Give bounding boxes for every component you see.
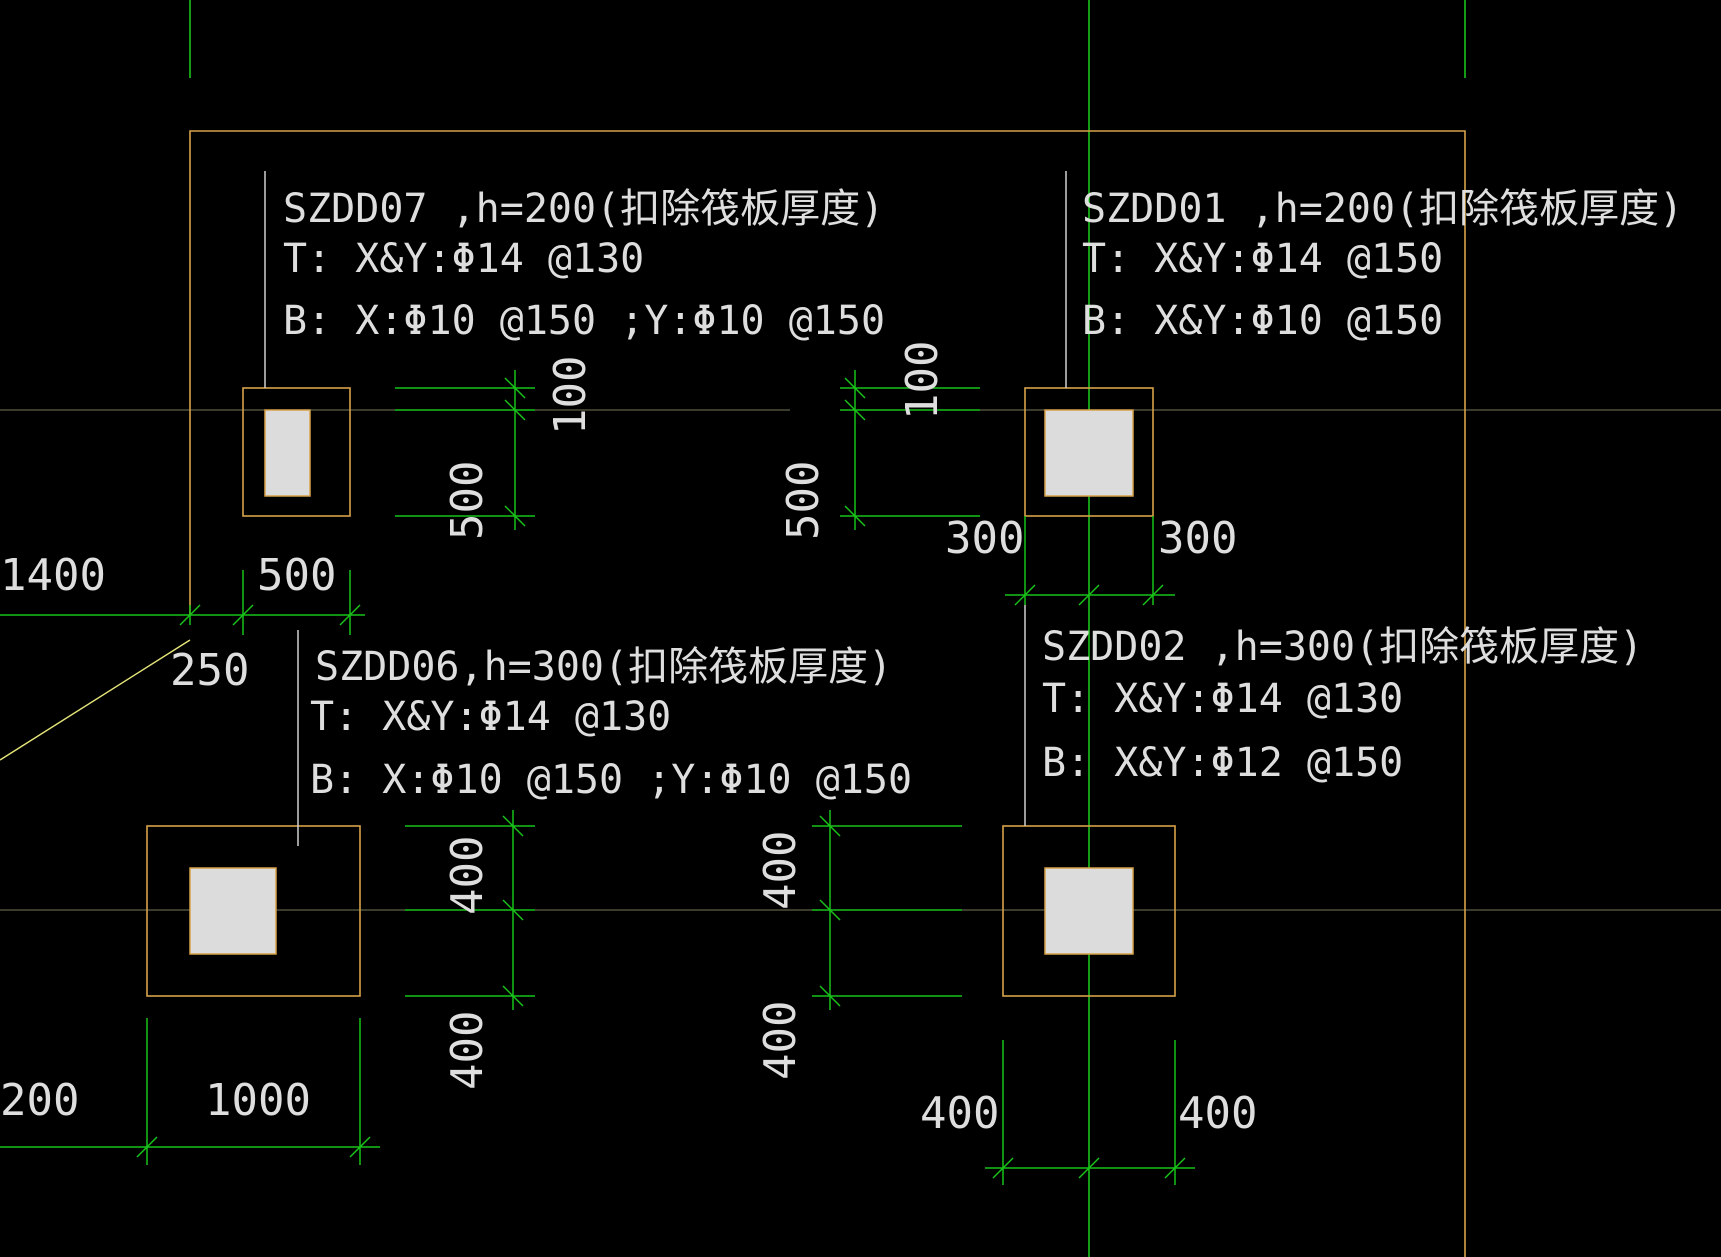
szdd07-line-3: B: X:Φ10 @150 ;Y:Φ10 @150 xyxy=(283,298,885,344)
column-szdd02 xyxy=(1044,867,1134,955)
dim-250: 250 xyxy=(170,645,249,696)
pad-szdd07[interactable] xyxy=(242,387,351,517)
szdd06-line-3: B: X:Φ10 @150 ;Y:Φ10 @150 xyxy=(310,757,912,803)
dim-500-h: 500 xyxy=(257,550,336,601)
szdd06-line-2: T: X&Y:Φ14 @130 xyxy=(310,694,671,740)
szdd01-line-1: SZDD01 ,h=200(扣除筏板厚度) xyxy=(1082,186,1683,232)
grid-lines xyxy=(189,0,1466,1257)
szdd02-line-3: B: X&Y:Φ12 @150 xyxy=(1042,740,1403,786)
pad-szdd01[interactable] xyxy=(1024,387,1154,517)
column-szdd07 xyxy=(264,409,311,497)
pad-szdd02[interactable] xyxy=(1002,825,1176,997)
column-szdd01 xyxy=(1044,409,1134,497)
dim-300-left: 300 xyxy=(945,513,1024,564)
szdd01-line-2: T: X&Y:Φ14 @150 xyxy=(1082,236,1443,282)
dimension-texts: 1400 500 250 200 1000 300 300 400 400 10… xyxy=(0,341,1257,1139)
dimension-ticks xyxy=(136,377,1186,1179)
dim-400-v-d: 400 xyxy=(755,1001,806,1080)
dim-1400: 1400 xyxy=(0,550,106,601)
szdd01-line-3: B: X&Y:Φ10 @150 xyxy=(1082,298,1443,344)
dim-100-b: 100 xyxy=(897,341,948,420)
dim-100-a: 100 xyxy=(545,356,596,435)
dim-1000: 1000 xyxy=(205,1075,311,1126)
dim-400-v-b: 400 xyxy=(442,1011,493,1090)
szdd02-line-1: SZDD02 ,h=300(扣除筏板厚度) xyxy=(1042,624,1643,670)
szdd07-line-2: T: X&Y:Φ14 @130 xyxy=(283,236,644,282)
annotation-szdd01: SZDD01 ,h=200(扣除筏板厚度) T: X&Y:Φ14 @150 B:… xyxy=(1082,186,1683,344)
leader-lines xyxy=(264,171,1067,846)
szdd02-line-2: T: X&Y:Φ14 @130 xyxy=(1042,676,1403,722)
szdd07-line-1: SZDD07 ,h=200(扣除筏板厚度) xyxy=(283,186,884,232)
annotation-szdd02: SZDD02 ,h=300(扣除筏板厚度) T: X&Y:Φ14 @130 B:… xyxy=(1042,624,1643,786)
annotation-szdd06: SZDD06,h=300(扣除筏板厚度) T: X&Y:Φ14 @130 B: … xyxy=(310,644,912,803)
pad-szdd06[interactable] xyxy=(146,825,361,997)
dim-400-right: 400 xyxy=(1178,1088,1257,1139)
dimension-lines xyxy=(0,370,1195,1185)
dim-400-v-a: 400 xyxy=(442,836,493,915)
dim-400-left: 400 xyxy=(920,1088,999,1139)
column-szdd06 xyxy=(189,867,277,955)
dim-500-v-b: 500 xyxy=(778,461,829,540)
dim-400-v-c: 400 xyxy=(755,831,806,910)
dim-300-right: 300 xyxy=(1158,513,1237,564)
raft-outline xyxy=(0,130,1466,1257)
annotation-szdd07: SZDD07 ,h=200(扣除筏板厚度) T: X&Y:Φ14 @130 B:… xyxy=(283,186,885,344)
dim-200: 200 xyxy=(0,1075,79,1126)
dim-500-v-a: 500 xyxy=(442,461,493,540)
szdd06-line-1: SZDD06,h=300(扣除筏板厚度) xyxy=(315,644,892,690)
